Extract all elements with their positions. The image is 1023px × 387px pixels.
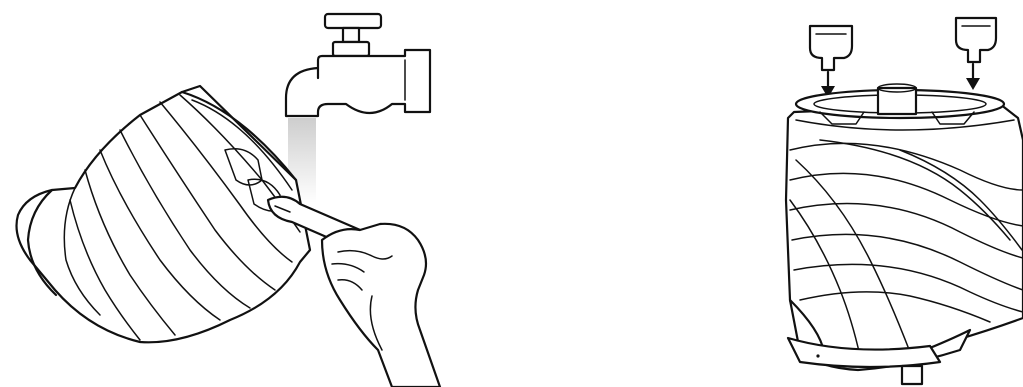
tap-icon bbox=[286, 14, 430, 116]
cleaning-illustration bbox=[0, 0, 470, 387]
cleaning-step-panel bbox=[0, 0, 470, 387]
wiper-blade-icon bbox=[810, 26, 852, 70]
assembly-step-panel bbox=[760, 0, 1023, 387]
spiral-strainer-icon bbox=[786, 84, 1023, 384]
assembly-illustration bbox=[760, 0, 1023, 387]
wiper-blade-icon bbox=[956, 18, 996, 62]
hand-icon bbox=[322, 224, 440, 387]
down-arrow-icon bbox=[966, 64, 980, 90]
strainer-icon bbox=[17, 86, 311, 342]
